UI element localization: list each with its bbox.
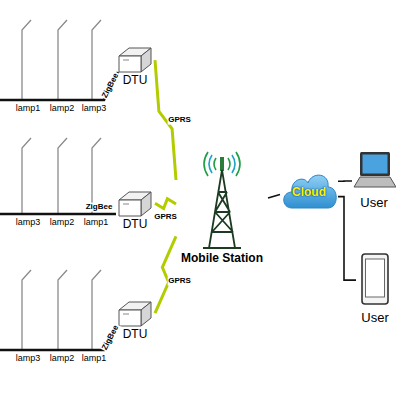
lamp-label: lamp2: [49, 354, 76, 364]
dtu-side: [141, 48, 151, 72]
network-link: [338, 197, 356, 280]
protocol-label: ZigBee: [101, 323, 122, 353]
dtu-box: [115, 188, 155, 218]
dtu-front: [119, 310, 141, 326]
lamp-poles: [22, 20, 101, 350]
dtu-front: [119, 200, 141, 216]
dtu-unit: DTU: [115, 298, 155, 344]
dtu-side: [141, 302, 151, 326]
lamp-pole: [92, 20, 101, 100]
node-label: DTU: [123, 328, 148, 341]
dtu-unit: DTU: [115, 44, 155, 90]
node-label: Cloud: [292, 186, 326, 199]
lamp-pole: [58, 20, 67, 100]
node-label: DTU: [123, 74, 148, 87]
lamp-pole: [58, 270, 67, 350]
lamp-pole: [22, 138, 31, 214]
network-link: [268, 194, 280, 198]
lamp-pole: [22, 20, 31, 100]
lamp-label: lamp3: [15, 354, 42, 364]
laptop-screen: [363, 155, 388, 174]
protocol-label: ZigBee: [101, 71, 122, 101]
edge-label: GPRS: [167, 116, 192, 125]
lamp-label: lamp2: [49, 218, 76, 228]
lamp-label: lamp3: [81, 104, 108, 114]
tablet-screen: [366, 259, 385, 297]
edge-label: GPRS: [167, 276, 192, 285]
dtu-led: [123, 314, 129, 315]
lamp-label: lamp1: [15, 104, 42, 114]
dtu-front: [119, 56, 141, 72]
tablet-frame: [362, 254, 388, 304]
gprs-link: [155, 236, 176, 313]
zigbee-cable: [0, 213, 116, 216]
dtu-led: [123, 60, 129, 61]
node-label: User: [360, 196, 387, 210]
lamp-cables: [0, 72, 118, 350]
mobile-station-tower: [177, 150, 267, 250]
node-label: Mobile Station: [181, 252, 263, 265]
node-label: DTU: [123, 218, 148, 231]
dtu-box: [115, 44, 155, 74]
lamp-label: lamp1: [81, 354, 108, 364]
user-tablet: User: [356, 252, 394, 330]
dtu-side: [141, 192, 151, 216]
lamp-pole: [58, 138, 67, 214]
laptop-icon: [352, 150, 396, 192]
dtu-box: [115, 298, 155, 328]
lamp-label: lamp2: [49, 104, 76, 114]
cloud-node: Cloud: [280, 168, 338, 212]
lamp-pole: [92, 270, 101, 350]
lamp-pole: [22, 270, 31, 350]
laptop-frame: [360, 152, 390, 176]
laptop-base: [354, 177, 396, 187]
gprs-link: [155, 199, 176, 209]
node-label: User: [361, 311, 388, 325]
mobile-station: Mobile Station: [176, 150, 268, 270]
dtu-unit: DTU: [115, 188, 155, 234]
cloud-outline: [284, 175, 337, 208]
tablet-icon: [356, 252, 394, 308]
edge-label: GPRS: [153, 212, 178, 221]
protocol-label: ZigBee: [85, 203, 114, 212]
user-laptop: User: [352, 150, 396, 216]
lattice: [203, 170, 241, 248]
antenna: [220, 157, 224, 171]
lamp-label: lamp1: [83, 218, 110, 228]
lamp-label: lamp3: [15, 218, 42, 228]
network-link: [338, 180, 352, 182]
dtu-led: [123, 204, 129, 205]
